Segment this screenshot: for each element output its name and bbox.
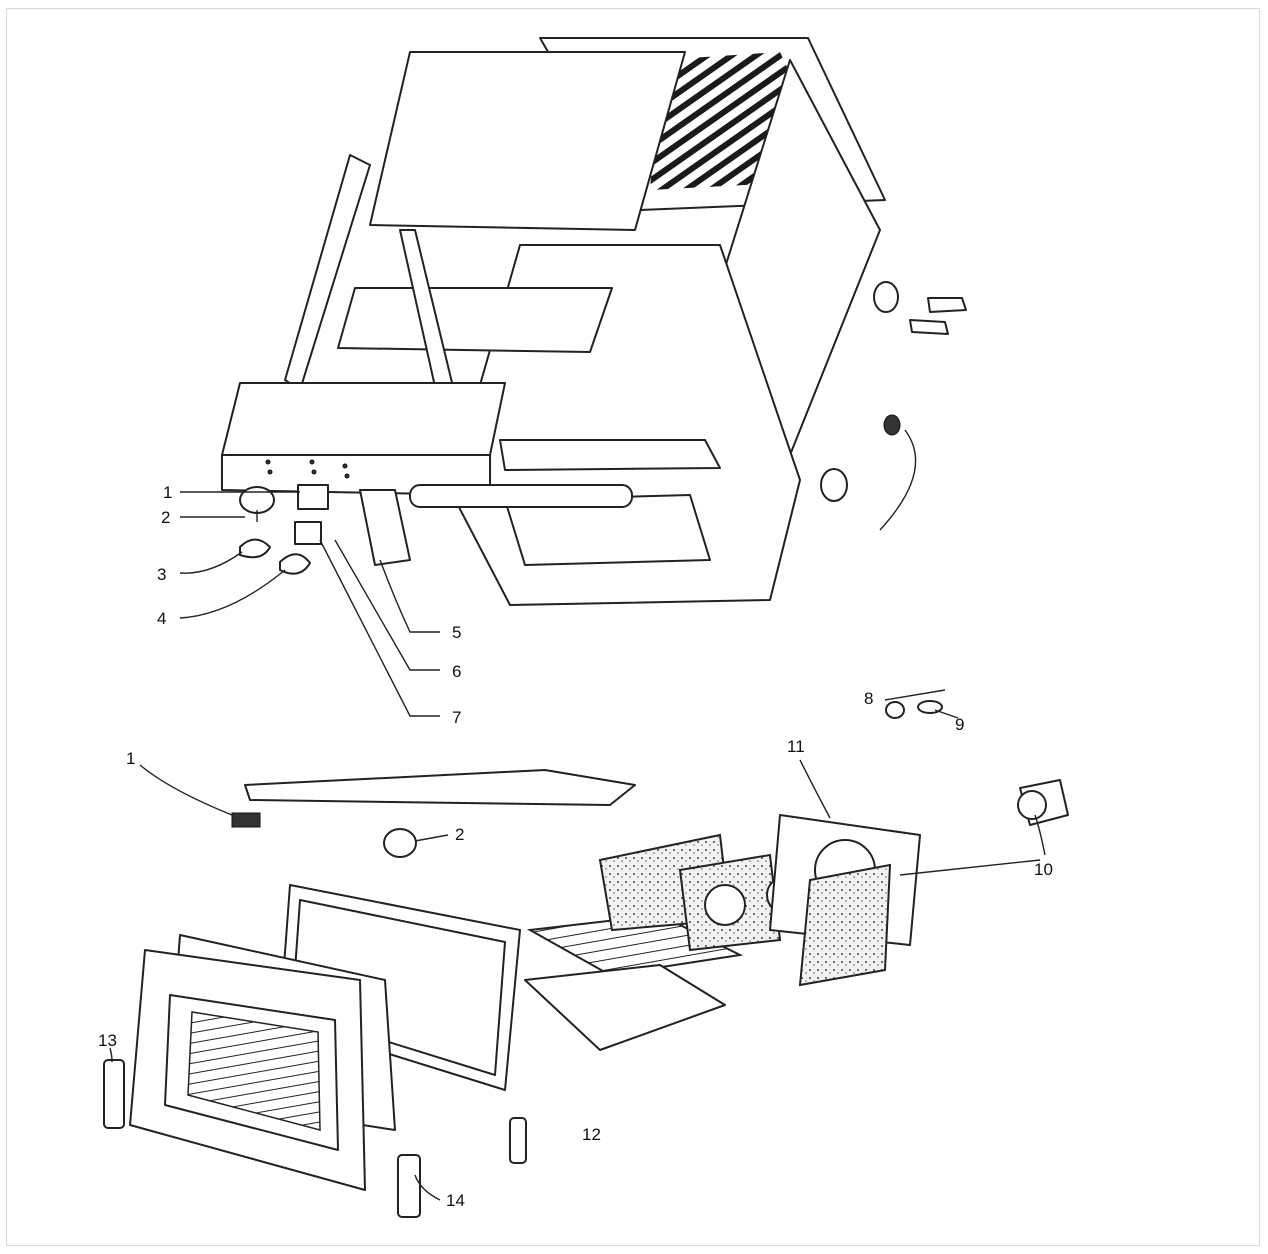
callout-9: 9	[955, 715, 964, 734]
door-handle-right	[397, 1154, 421, 1218]
door-window-glass	[187, 1011, 321, 1131]
probe-cable	[879, 429, 917, 531]
shelf-panel	[337, 287, 613, 353]
lower-knob	[383, 828, 417, 858]
oven-interior	[524, 700, 1069, 1051]
callout-13: 13	[98, 1031, 117, 1050]
top-trim-strip	[244, 769, 636, 806]
hinge-bracket	[927, 297, 967, 313]
callout-4: 4	[157, 609, 166, 628]
control-knob-a	[239, 538, 271, 559]
door-switch	[231, 812, 261, 828]
side-bracket	[359, 489, 411, 566]
callout-8: 8	[864, 689, 873, 708]
callout-10: 10	[1034, 860, 1053, 879]
door-assembly	[103, 769, 636, 1218]
upper-components	[239, 281, 967, 575]
callout-5: 5	[452, 623, 461, 642]
fan-cover	[704, 884, 746, 926]
front-rail	[499, 439, 721, 471]
lamp-cover	[885, 701, 905, 719]
callout-2-lower: 2	[455, 825, 464, 844]
left-rail	[284, 154, 371, 391]
door-latch	[509, 1117, 527, 1164]
top-panel	[369, 51, 686, 231]
callout-2-upper: 2	[161, 508, 170, 527]
rear-liner-panel	[798, 863, 892, 987]
mount-plate	[909, 319, 949, 335]
cabinet-assembly	[221, 37, 886, 606]
callout-3: 3	[157, 565, 166, 584]
thermostat-block	[294, 521, 322, 545]
callout-14: 14	[446, 1191, 465, 1210]
switch-block	[297, 484, 329, 510]
leader-lines	[109, 491, 1046, 1201]
baking-tray	[524, 964, 726, 1051]
callout-6: 6	[452, 662, 461, 681]
callout-1-lower: 1	[126, 749, 135, 768]
control-knob-b	[279, 553, 311, 575]
callout-7: 7	[452, 708, 461, 727]
foot-b	[820, 468, 848, 502]
probe-head	[883, 414, 901, 436]
control-panel-top	[221, 382, 506, 456]
callout-12: 12	[582, 1125, 601, 1144]
figure-frame	[6, 8, 1260, 1246]
callout-11: 11	[787, 737, 805, 756]
callout-labels: 1 2 3 4 5 6 7 8 9 1 2 11 10 13 12 14	[98, 483, 1053, 1210]
knob-cap	[239, 486, 275, 514]
foot-a	[873, 281, 899, 313]
callout-1-upper: 1	[163, 483, 172, 502]
door-handle-left	[103, 1059, 125, 1129]
heating-tube	[409, 484, 633, 508]
